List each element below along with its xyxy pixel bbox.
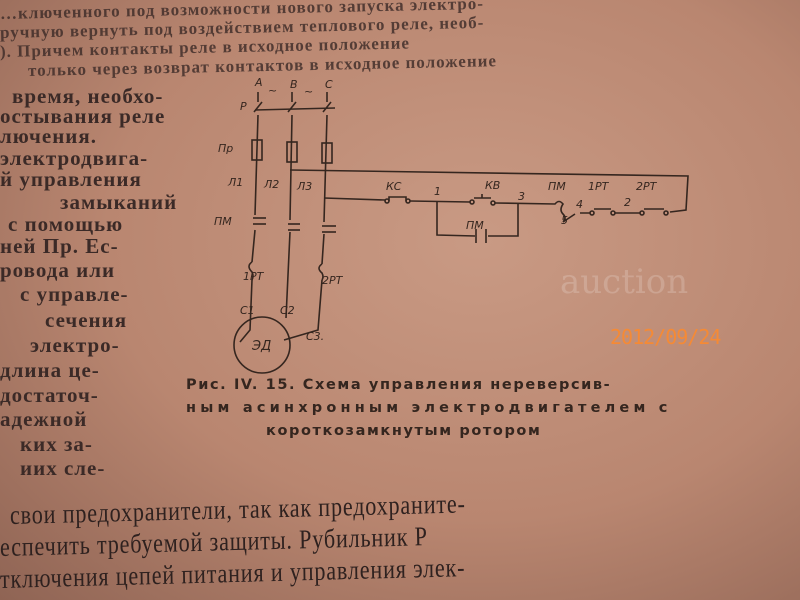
label-contactor: ПМ [214, 215, 232, 228]
text-line: электродвига- [0, 146, 149, 170]
label-phase-b: B [290, 78, 298, 91]
text-line: иих сле- [20, 456, 106, 480]
label-thermal1: 1РТ [243, 270, 265, 283]
label-tilde: ~ [268, 84, 277, 97]
text-line: ровода или [0, 258, 116, 282]
text-line: замыканий [60, 190, 178, 214]
label-phase-c: C [325, 78, 333, 91]
text-line: ких за- [20, 432, 93, 456]
label-c1: С1 [240, 304, 255, 317]
text-line: адежной [0, 407, 88, 431]
label-fuses: Пр [218, 142, 233, 155]
label-ctrl-2rt: 2РТ [636, 180, 658, 193]
label-coil: ПМ [548, 180, 566, 193]
text-line: лючения. [0, 124, 98, 148]
figure-caption: ным асинхронным электродвигателем с [186, 400, 672, 416]
label-line3: Л3 [296, 180, 312, 193]
label-node3: 3 [518, 190, 525, 203]
label-phase-a: A [254, 76, 263, 89]
label-node1: 1 [434, 185, 441, 198]
text-line: достаточ- [0, 383, 99, 407]
text-line: с управле- [20, 282, 129, 306]
text-line: длина це- [0, 358, 100, 382]
text-line: с помощью [8, 212, 124, 236]
label-switch: Р [240, 100, 247, 113]
label-stop-button: КС [386, 180, 402, 193]
label-line2: Л2 [263, 178, 279, 191]
text-line: остывания реле [0, 104, 166, 128]
label-hold-contact: ПМ [466, 219, 484, 232]
label-tilde: ~ [304, 85, 313, 98]
label-motor: ЭД [251, 339, 271, 354]
label-ctrl-1rt: 1РТ [588, 180, 610, 193]
text-line: ней Пр. Ес- [0, 234, 119, 258]
figure-caption: короткозамкнутым ротором [266, 423, 542, 439]
label-node2: 2 [624, 196, 631, 209]
label-thermal2: 2РТ [322, 274, 344, 287]
date-stamp: 2012/09/24 [610, 325, 721, 349]
text-line: время, необхо- [12, 84, 164, 108]
label-node5: 5 [561, 214, 568, 227]
label-node4: 4 [576, 198, 583, 211]
text-line: электро- [30, 333, 120, 357]
watermark: auction [560, 262, 689, 302]
label-c3: С3. [306, 330, 324, 343]
label-c2: С2 [280, 304, 295, 317]
label-line1: Л1 [227, 176, 243, 189]
figure-caption: Рис. IV. 15. Схема управления нереверсив… [186, 377, 612, 393]
label-start-button: КВ [485, 179, 500, 192]
text-line: й управления [0, 167, 142, 191]
text-line: сечения [45, 308, 128, 332]
